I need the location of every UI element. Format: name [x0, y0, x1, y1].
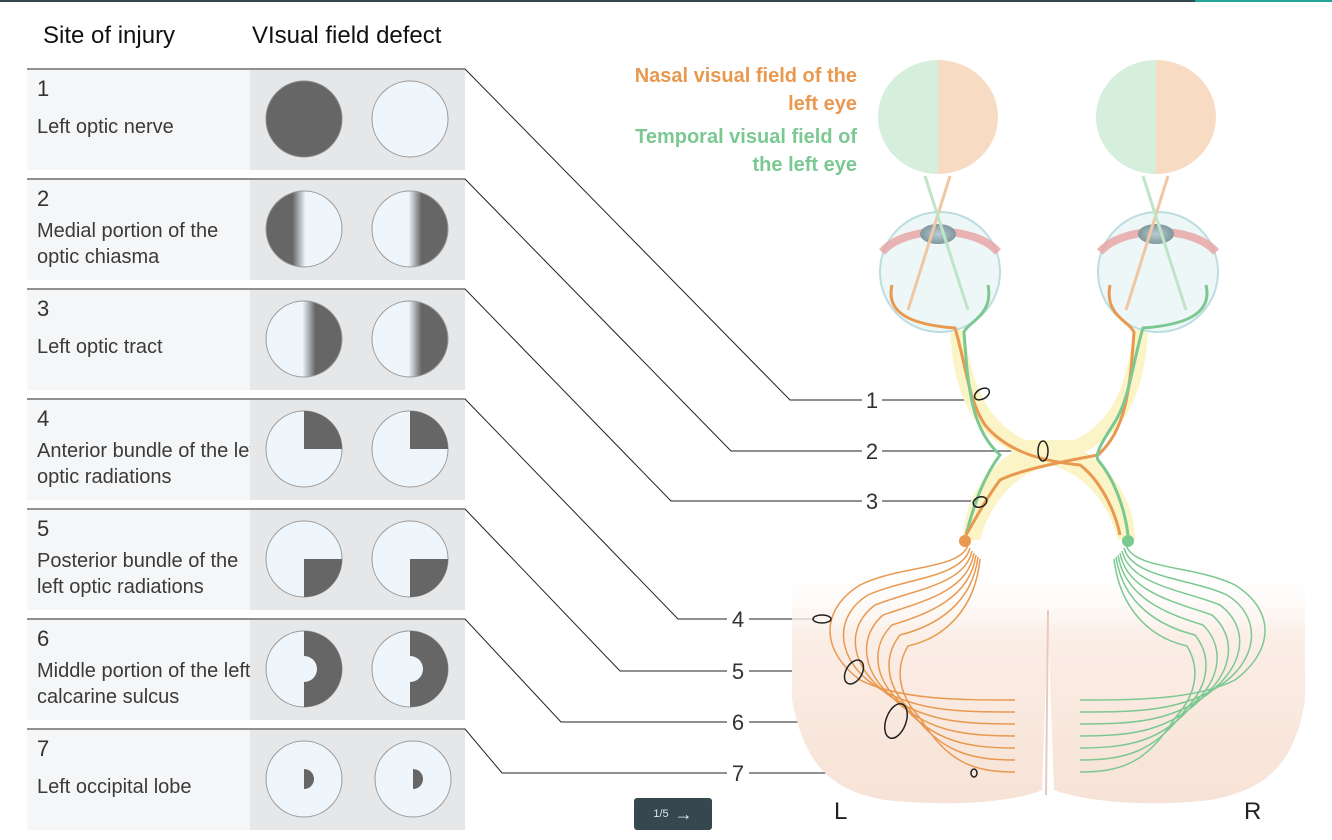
left-side-label: L [834, 798, 848, 825]
injury-row-label-cell: 5 Posterior bundle of the left optic rad… [27, 510, 250, 610]
left-eye-field [265, 300, 343, 378]
injury-row-label-cell: 1 Left optic nerve [27, 70, 250, 170]
left-lgn [959, 535, 971, 547]
nasal-field-label: Nasal visual field of the left eye [634, 65, 857, 115]
left-eye-field [265, 190, 343, 268]
top-bar-accent [1195, 0, 1332, 2]
marker-3: 3 [866, 489, 878, 514]
nerve-fibers [889, 284, 1209, 536]
next-page-button[interactable]: 1/5 → [634, 798, 712, 830]
injury-number: 4 [37, 406, 50, 431]
injury-row-6: 6 Middle portion of the left calcarine s… [27, 620, 465, 720]
light-rays [906, 175, 1188, 311]
right-side-label: R [1244, 798, 1262, 825]
right-lgn [1122, 535, 1134, 547]
visual-field-cell [250, 290, 465, 390]
visual-field-cell [250, 730, 465, 830]
injury-number: 3 [37, 296, 50, 321]
optic-chiasm-band [950, 330, 1148, 540]
visual-field-cell [250, 510, 465, 610]
marker-5: 5 [732, 659, 744, 684]
injury-site: Left occipital lobe [37, 776, 192, 798]
left-eye-defect [304, 769, 314, 789]
right-eye-field [371, 190, 449, 268]
visual-field-cell [250, 70, 465, 170]
injury-site: Left optic nerve [37, 116, 174, 138]
injury-site: Medial portion of the optic chiasma [37, 220, 219, 268]
longitudinal-fissure [1045, 609, 1049, 796]
lesion-sites [812, 387, 1049, 778]
injury-row-label-cell: 2 Medial portion of the optic chiasma [27, 180, 250, 280]
occipital-cortex [792, 565, 1305, 804]
visual-field-cell [250, 400, 465, 500]
left-eye-defect [304, 631, 342, 707]
visual-field-defect-header: VIsual field defect [252, 22, 442, 49]
left-eye-defect [304, 411, 342, 449]
injury-row-4: 4 Anterior bundle of the left optic radi… [27, 400, 465, 500]
injury-row-1: 1 Left optic nerve [27, 70, 465, 170]
temporal-field-label: Temporal visual field of the left eye [635, 126, 857, 176]
left-optic-radiations [829, 544, 1016, 773]
right-eye-field [371, 300, 449, 378]
injury-number: 5 [37, 516, 50, 541]
right-eye-defect [410, 411, 448, 449]
injury-row-label-cell: 7 Left occipital lobe [27, 730, 250, 830]
injury-number: 6 [37, 626, 50, 651]
injury-row-label-cell: 3 Left optic tract [27, 290, 250, 390]
marker-7: 7 [732, 761, 744, 786]
top-bar [0, 0, 1332, 2]
injury-site: Left optic tract [37, 336, 163, 358]
injury-site: Anterior bundle of the left optic radiat… [37, 440, 261, 488]
visual-field-cell [250, 620, 465, 720]
right-eye-defect [410, 631, 448, 707]
injury-number: 2 [37, 186, 50, 211]
injury-number: 1 [37, 76, 50, 101]
site-of-injury-header: Site of injury [43, 22, 176, 49]
right-eye-defect [413, 769, 423, 789]
page-indicator: 1/5 [653, 808, 669, 820]
injury-row-5: 5 Posterior bundle of the left optic rad… [27, 510, 465, 610]
right-optic-radiations [1079, 544, 1266, 773]
marker-6: 6 [732, 710, 744, 735]
injury-row-label-cell: 6 Middle portion of the left calcarine s… [27, 620, 250, 720]
arrow-right-icon: → [674, 803, 693, 824]
injury-row-2: 2 Medial portion of the optic chiasma [27, 180, 465, 280]
injury-row-label-cell: 4 Anterior bundle of the left optic radi… [27, 400, 260, 500]
marker-4: 4 [732, 607, 744, 632]
right-eye-defect [410, 559, 448, 597]
left-eye-visual-field [878, 60, 998, 174]
injury-number: 7 [37, 736, 50, 761]
injury-row-7: 7 Left occipital lobe [27, 730, 465, 830]
injury-site: Posterior bundle of the left optic radia… [37, 550, 239, 598]
right-eye-visual-field [1096, 60, 1216, 174]
right-eye-field [371, 80, 449, 158]
marker-1: 1 [866, 388, 878, 413]
injury-site: Middle portion of the left calcarine sul… [37, 660, 251, 708]
marker-2: 2 [866, 439, 878, 464]
injury-row-3: 3 Left optic tract [27, 290, 465, 390]
visual-field-cell [250, 180, 465, 280]
left-eye-field [265, 80, 343, 158]
left-eye-defect [304, 559, 342, 597]
